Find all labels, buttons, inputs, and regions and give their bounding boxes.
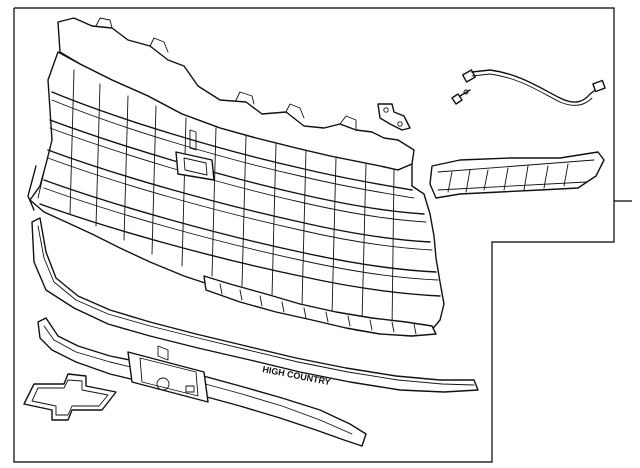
lower-trim-bar [37, 317, 367, 447]
wiring-harness [461, 69, 606, 106]
headlamp-extension [429, 151, 605, 199]
diagram-frame [13, 7, 632, 463]
emblem-bowtie [23, 373, 117, 421]
bracket [377, 103, 411, 131]
grille-assembly [27, 17, 445, 337]
push-pin-fastener [451, 89, 471, 105]
